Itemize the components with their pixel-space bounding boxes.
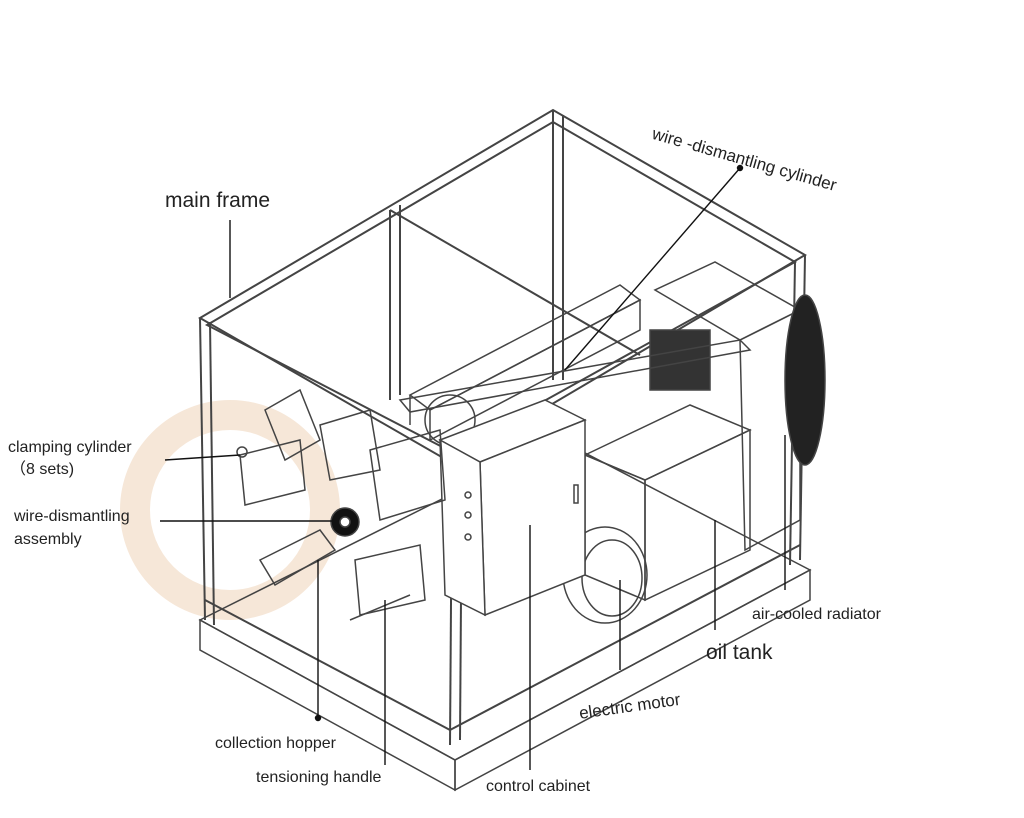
label-collection-hopper: collection hopper [215,735,336,752]
oil-tank-shape [583,404,752,602]
base-pallet [198,439,812,792]
label-clamping-sets: （8 sets) [10,461,75,478]
label-oil-tank: oil tank [706,641,773,664]
control-cabinet-shape [438,399,587,617]
label-wire-dismantling-assembly-line1: wire-dismantling [14,508,130,525]
label-tensioning-handle: tensioning handle [256,769,382,786]
label-main-frame: main frame [165,189,271,212]
label-control-cabinet: control cabinet [486,778,591,795]
label-clamping-cylinder: clamping cylinder [8,439,132,456]
leader-lines [160,164,786,770]
label-wire-dismantling-assembly-line2: assembly [14,531,82,548]
watermark-gear-icon [120,400,340,620]
label-air-cooled-radiator: air-cooled radiator [752,606,881,623]
top-rail [398,339,752,413]
air-cooled-radiator [649,261,826,552]
wire-dismantling-assembly [236,388,446,621]
